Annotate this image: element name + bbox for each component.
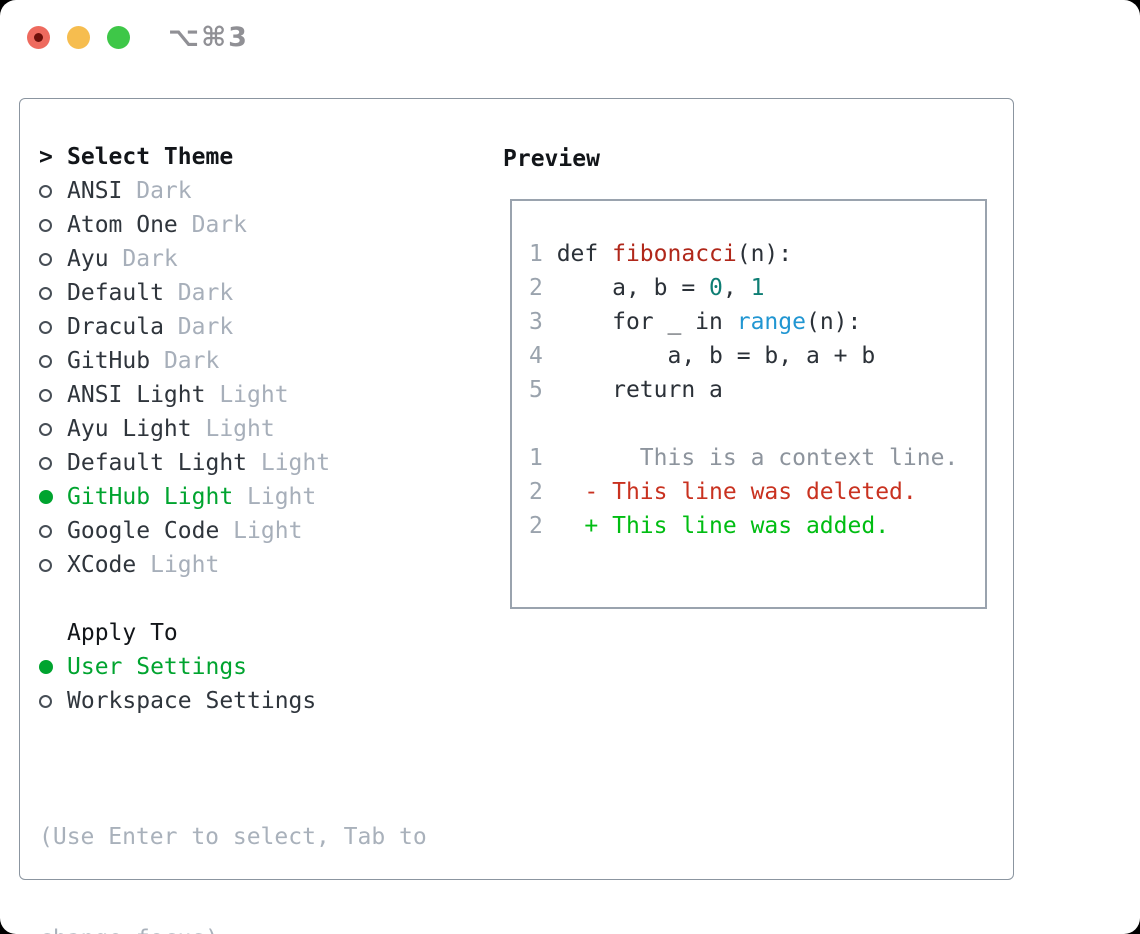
- theme-option-ayu-light[interactable]: Ayu Light Light: [39, 412, 330, 446]
- line-number: 1: [529, 241, 543, 267]
- select-theme-header: > Select Theme: [39, 140, 330, 174]
- line-number: 1: [529, 445, 543, 471]
- option-variant-label: Light: [247, 450, 331, 476]
- radio-icon: [39, 558, 52, 572]
- option-variant-label: Light: [191, 416, 275, 442]
- option-label: ANSI: [67, 178, 123, 204]
- option-label: Default: [67, 280, 164, 306]
- code-line: 2 - This line was deleted.: [529, 479, 917, 505]
- option-variant-label: Dark: [163, 314, 234, 340]
- hint-line: (Use Enter to select, Tab to: [39, 824, 427, 850]
- radio-icon: [39, 694, 52, 708]
- option-variant-label: Light: [136, 552, 220, 578]
- line-number: 5: [529, 377, 543, 403]
- theme-option-xcode[interactable]: XCode Light: [39, 548, 330, 582]
- apply-option-workspace-settings[interactable]: Workspace Settings: [39, 684, 316, 718]
- code-line: 2 a, b = 0, 1: [529, 275, 765, 301]
- code-line: 5 return a: [529, 377, 723, 403]
- line-number: 4: [529, 343, 543, 369]
- option-variant-label: Light: [219, 518, 303, 544]
- option-label: Atom One: [67, 212, 178, 238]
- radio-icon: [39, 286, 52, 300]
- option-variant-label: Dark: [150, 348, 220, 374]
- radio-selected-icon: [39, 490, 53, 504]
- code-line: 3 for _ in range(n):: [529, 309, 862, 335]
- line-number: 2: [529, 479, 543, 505]
- option-variant-label: Dark: [122, 178, 192, 204]
- zoom-button[interactable]: [107, 26, 130, 49]
- option-label: XCode: [67, 552, 137, 578]
- radio-icon: [39, 218, 52, 232]
- radio-icon: [39, 184, 52, 198]
- option-variant-label: Light: [205, 382, 289, 408]
- option-variant-label: Dark: [177, 212, 248, 238]
- option-label: Ayu Light: [67, 416, 192, 442]
- theme-option-default[interactable]: Default Dark: [39, 276, 330, 310]
- apply-option-user-settings[interactable]: User Settings: [39, 650, 316, 684]
- line-number: 3: [529, 309, 543, 335]
- radio-icon: [39, 456, 52, 470]
- theme-option-dracula[interactable]: Dracula Dark: [39, 310, 330, 344]
- option-label: Workspace Settings: [67, 688, 317, 714]
- traffic-lights: [27, 26, 130, 49]
- code-line: 1 This is a context line.: [529, 445, 959, 471]
- option-label: GitHub: [67, 348, 151, 374]
- option-variant-label: Dark: [108, 246, 178, 272]
- keyboard-hint: (Use Enter to select, Tab to change focu…: [39, 752, 427, 934]
- theme-option-ayu[interactable]: Ayu Dark: [39, 242, 330, 276]
- radio-icon: [39, 354, 52, 368]
- preview-box: 1 def fibonacci(n): 2 a, b = 0, 1 3 for _ …: [510, 199, 987, 609]
- theme-option-google-code[interactable]: Google Code Light: [39, 514, 330, 548]
- theme-option-github[interactable]: GitHub Dark: [39, 344, 330, 378]
- radio-icon: [39, 388, 52, 402]
- window-title: ⌥⌘3: [168, 22, 249, 53]
- option-label: Dracula: [67, 314, 164, 340]
- option-label: User Settings: [67, 654, 248, 680]
- hint-line: change focus): [39, 922, 427, 934]
- radio-icon: [39, 524, 52, 538]
- line-number: 2: [529, 275, 543, 301]
- apply-to-title: Apply To: [67, 620, 178, 646]
- theme-option-github-light[interactable]: GitHub Light Light: [39, 480, 330, 514]
- code-line: 1 def fibonacci(n):: [529, 241, 793, 267]
- radio-icon: [39, 252, 52, 266]
- option-label: ANSI Light: [67, 382, 206, 408]
- theme-list-title: Select Theme: [67, 144, 234, 170]
- line-number: 2: [529, 513, 543, 539]
- prompt-icon: >: [39, 144, 53, 170]
- titlebar: ⌥⌘3: [0, 0, 1140, 75]
- theme-option-ansi[interactable]: ANSI Dark: [39, 174, 330, 208]
- preview-title: Preview: [503, 146, 600, 172]
- theme-option-ansi-light[interactable]: ANSI Light Light: [39, 378, 330, 412]
- theme-option-default-light[interactable]: Default Light Light: [39, 446, 330, 480]
- option-label: Ayu: [67, 246, 109, 272]
- radio-icon: [39, 422, 52, 436]
- theme-option-atom-one[interactable]: Atom One Dark: [39, 208, 330, 242]
- code-line: 2 + This line was added.: [529, 513, 890, 539]
- option-label: Google Code: [67, 518, 220, 544]
- minimize-button[interactable]: [67, 26, 90, 49]
- option-variant-label: Light: [233, 484, 317, 510]
- radio-icon: [39, 320, 52, 334]
- close-button[interactable]: [27, 26, 50, 49]
- radio-selected-icon: [39, 660, 53, 674]
- option-label: Default Light: [67, 450, 248, 476]
- code-line: [529, 411, 985, 445]
- code-line: 4 a, b = b, a + b: [529, 343, 876, 369]
- option-label: GitHub Light: [67, 484, 234, 510]
- apply-to-header: Apply To: [39, 616, 316, 650]
- option-variant-label: Dark: [163, 280, 234, 306]
